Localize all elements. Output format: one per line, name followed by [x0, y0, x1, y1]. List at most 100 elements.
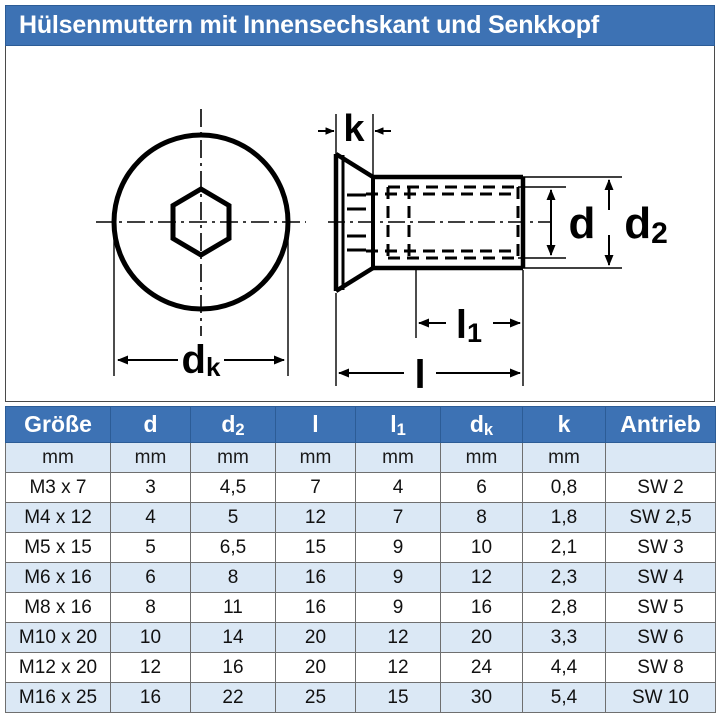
cell-value: 15 [275, 532, 356, 563]
side-view: k d d2 [318, 108, 668, 397]
cell-value: 4 [355, 472, 441, 503]
cell-value: 7 [275, 472, 356, 503]
cell-value: 12 [275, 502, 356, 533]
cell-value: 25 [275, 682, 356, 713]
cell-value: SW 3 [605, 532, 716, 563]
cell-value: 2,1 [522, 532, 606, 563]
head-thread-hatch [347, 193, 366, 252]
head-circle [111, 132, 291, 312]
dim-l: l [335, 293, 521, 397]
col-header-dk: dk [440, 406, 523, 443]
front-view: dk [96, 109, 306, 382]
dim-d2: d2 [523, 176, 668, 269]
unit-d: mm [110, 442, 191, 473]
cell-value: 16 [440, 592, 523, 623]
cell-value: 5 [190, 502, 276, 533]
cell-value: 10 [440, 532, 523, 563]
cell-size: M6 x 16 [5, 562, 111, 593]
page-title: Hülsenmuttern mit Innensechskant und Sen… [19, 11, 599, 39]
d-label: d [569, 199, 596, 248]
cell-value: 9 [355, 562, 441, 593]
unit-groesse: mm [5, 442, 111, 473]
dim-dk: dk [113, 229, 289, 382]
cell-value: 9 [355, 532, 441, 563]
k-label: k [343, 108, 365, 150]
cell-value: 20 [275, 652, 356, 683]
hex-socket [170, 186, 232, 258]
header-subscript: k [483, 420, 494, 439]
cell-value: 16 [190, 652, 276, 683]
cell-size: M10 x 20 [5, 622, 111, 653]
col-header-groesse: Größe [5, 406, 111, 443]
cell-value: 3,3 [522, 622, 606, 653]
cell-value: 12 [355, 622, 441, 653]
cell-value: 4,4 [522, 652, 606, 683]
col-header-d: d [110, 406, 191, 443]
cell-value: 8 [110, 592, 191, 623]
unit-l: mm [275, 442, 356, 473]
cell-value: 16 [110, 682, 191, 713]
cell-value: 22 [190, 682, 276, 713]
header-subscript: 2 [235, 420, 245, 439]
cell-value: 15 [355, 682, 441, 713]
unit-l1: mm [355, 442, 441, 473]
technical-drawing: dk [5, 46, 715, 402]
d2-label: d2 [624, 199, 668, 250]
cell-value: SW 6 [605, 622, 716, 653]
unit-dk: mm [440, 442, 523, 473]
cell-value: 12 [355, 652, 441, 683]
cell-value: 12 [440, 562, 523, 593]
cell-value: 7 [355, 502, 441, 533]
header-subscript: 1 [396, 420, 406, 439]
dim-k: k [318, 108, 391, 179]
cell-size: M8 x 16 [5, 592, 111, 623]
cell-value: 12 [110, 652, 191, 683]
table-units-row: mm mm mm mm mm mm mm [5, 442, 716, 473]
cell-value: SW 10 [605, 682, 716, 713]
cell-value: 8 [190, 562, 276, 593]
cell-value: 6 [440, 472, 523, 503]
col-header-d2: d2 [190, 406, 276, 443]
table-header-row: Größe d d2 l l1 dk k Antrieb [5, 406, 716, 443]
cell-value: SW 5 [605, 592, 716, 623]
cell-value: 10 [110, 622, 191, 653]
cell-size: M4 x 12 [5, 502, 111, 533]
cell-value: 3 [110, 472, 191, 503]
cell-value: 6 [110, 562, 191, 593]
unit-antrieb [605, 442, 716, 473]
cell-value: SW 2,5 [605, 502, 716, 533]
dk-label: dk [182, 338, 221, 382]
col-header-antrieb: Antrieb [605, 406, 716, 443]
col-header-k: k [522, 406, 606, 443]
l1-label: l1 [456, 303, 482, 348]
cell-value: 5,4 [522, 682, 606, 713]
cell-value: SW 8 [605, 652, 716, 683]
cell-value: 30 [440, 682, 523, 713]
cell-value: 0,8 [522, 472, 606, 503]
cell-value: 8 [440, 502, 523, 533]
l-label: l [414, 353, 425, 397]
cell-size: M16 x 25 [5, 682, 111, 713]
cell-value: 4 [110, 502, 191, 533]
title-bar: Hülsenmuttern mit Innensechskant und Sen… [5, 5, 715, 46]
cell-value: 24 [440, 652, 523, 683]
cell-value: SW 4 [605, 562, 716, 593]
drawing-svg: dk [96, 108, 668, 397]
cell-value: 2,3 [522, 562, 606, 593]
cell-size: M3 x 7 [5, 472, 111, 503]
unit-d2: mm [190, 442, 276, 473]
dim-l1: l1 [415, 270, 524, 386]
unit-k: mm [522, 442, 606, 473]
dim-d: d [518, 186, 596, 259]
col-header-l: l [275, 406, 356, 443]
cell-value: 14 [190, 622, 276, 653]
